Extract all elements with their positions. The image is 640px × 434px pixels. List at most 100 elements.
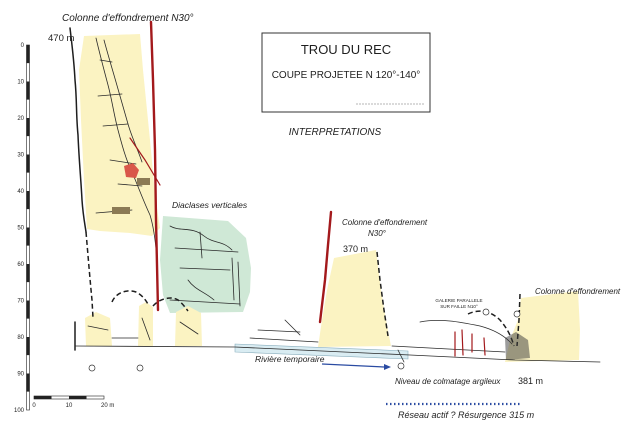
depth-tick-label: 70 — [17, 299, 24, 305]
label-altitude-entrance: 470 m — [48, 33, 74, 44]
cave-passages — [69, 27, 601, 363]
label-parallel-gallery-fault: SUR FAILLE N10° — [440, 304, 478, 309]
diagram-subtitle: COUPE PROJETEE N 120°-140° — [272, 70, 421, 81]
depth-tick-label: 80 — [17, 335, 24, 341]
joint-passage-8 — [199, 231, 203, 259]
station-marker — [513, 310, 521, 318]
depth-tick-label: 90 — [17, 372, 24, 378]
title-block: TROU DU REC COUPE PROJETEE N 120°-140° — [261, 32, 431, 113]
shaft-main — [95, 37, 158, 263]
scale-bar-segment — [69, 396, 87, 399]
rock-block-2 — [137, 178, 150, 185]
depth-scale-segment — [26, 63, 30, 82]
dashed-surface-middle — [376, 251, 389, 337]
depth-scale-segment — [26, 45, 30, 64]
cliff-outline — [69, 27, 87, 233]
fault-upper — [149, 20, 160, 312]
depth-scale-segment — [26, 136, 30, 155]
scale-tick-label: 0 — [32, 403, 36, 409]
depth-scale-segment — [26, 209, 30, 228]
depth-tick-label: 10 — [17, 80, 24, 86]
passage-bottom-3 — [179, 321, 199, 335]
joint-passage-6 — [187, 279, 215, 301]
title-box — [261, 32, 431, 113]
depth-scale-segment — [26, 264, 30, 283]
label-temporary-river: Rivière temporaire — [255, 354, 325, 364]
depth-scale-segment — [26, 391, 30, 410]
interpretations-heading: INTERPRETATIONS — [289, 127, 382, 138]
floor-line — [74, 345, 601, 363]
label-collapse-column-upper: Colonne d'effondrement N30° — [62, 13, 194, 24]
depth-tick-label: 30 — [17, 153, 24, 159]
passage-upper-5 — [117, 183, 143, 187]
depth-scale-segment — [26, 245, 30, 264]
label-clay-fill-level: Niveau de colmatage argileux — [395, 377, 501, 386]
fault-middle — [318, 210, 333, 324]
depth-scale-segment — [26, 191, 30, 210]
depth-scale-segment — [26, 172, 30, 191]
river-band — [234, 343, 409, 360]
label-collapse-column-right: Colonne d'effondrement — [535, 287, 621, 296]
fault-lines — [129, 20, 486, 357]
collapse-zone-middle — [318, 250, 391, 347]
collapse-zone-bottom-3 — [175, 306, 202, 346]
label-altitude-middle: 370 m — [343, 244, 368, 254]
passage-upper-4 — [109, 159, 137, 165]
passage-bottom-6 — [257, 329, 301, 333]
label-altitude-lower: 381 m — [518, 376, 543, 386]
depth-scale-segment — [26, 300, 30, 319]
label-active-network: Réseau actif ? Résurgence 315 m — [398, 410, 535, 420]
passage-upper-1 — [99, 59, 113, 63]
label-collapse-column-middle-orientation: N30° — [368, 229, 387, 238]
river-flow-arrow-head — [384, 364, 391, 370]
depth-tick-label: 50 — [17, 226, 24, 232]
fault-upper-branch — [129, 137, 161, 186]
dashed-arch-2 — [152, 297, 189, 312]
horizontal-scale: 0 10 20 m — [32, 395, 114, 409]
river-flow-arrow-line — [321, 363, 385, 368]
station-marker — [136, 364, 144, 372]
scale-tick-label: 20 m — [101, 403, 114, 409]
joint-passage-5 — [237, 261, 241, 307]
passage-upper-3 — [102, 123, 129, 127]
collapse-zone-bottom-1 — [85, 312, 112, 346]
depth-tick-label: 40 — [17, 189, 24, 195]
passage-right-3 — [397, 349, 405, 363]
passage-right-2 — [419, 319, 513, 345]
depth-scale-segment — [26, 355, 30, 374]
collapse-debris-right — [505, 332, 530, 360]
depth-scale-segment — [26, 282, 30, 301]
passage-bottom-5 — [249, 337, 319, 343]
depth-scale-segment — [26, 337, 30, 356]
collapse-block-red — [124, 163, 139, 178]
joint-passage-3 — [179, 267, 231, 271]
station-markers — [88, 308, 521, 372]
joint-passage-4 — [231, 257, 235, 301]
scale-bar-segment — [34, 396, 52, 399]
depth-tick-label: 100 — [14, 408, 25, 414]
label-collapse-column-middle: Colonne d'effondrement — [342, 218, 428, 227]
scale-tick-label: 10 — [66, 403, 73, 409]
dashed-arch-1 — [111, 290, 150, 307]
depth-scale-segment — [26, 373, 30, 392]
passage-right-1 — [391, 345, 506, 353]
depth-scale-segment — [26, 154, 30, 173]
joint-passage-1 — [169, 225, 233, 251]
collapse-zone-bottom-2 — [138, 302, 153, 346]
scale-bar-segment — [86, 396, 104, 399]
fault-right-4 — [483, 337, 486, 356]
passage-bottom-1 — [87, 325, 109, 331]
passage-bottom-2 — [141, 317, 151, 341]
label-vertical-joints: Diaclases verticales — [172, 200, 248, 210]
depth-tick-label: 20 — [17, 116, 24, 122]
depth-scale-segment — [26, 99, 30, 118]
diagram-title: TROU DU REC — [301, 42, 391, 57]
passage-bottom-7 — [284, 319, 301, 336]
station-marker — [88, 364, 96, 372]
depth-scale-segment — [26, 227, 30, 246]
joint-passage-2 — [174, 247, 239, 253]
station-marker — [482, 308, 490, 316]
passage-upper-2 — [97, 93, 123, 97]
